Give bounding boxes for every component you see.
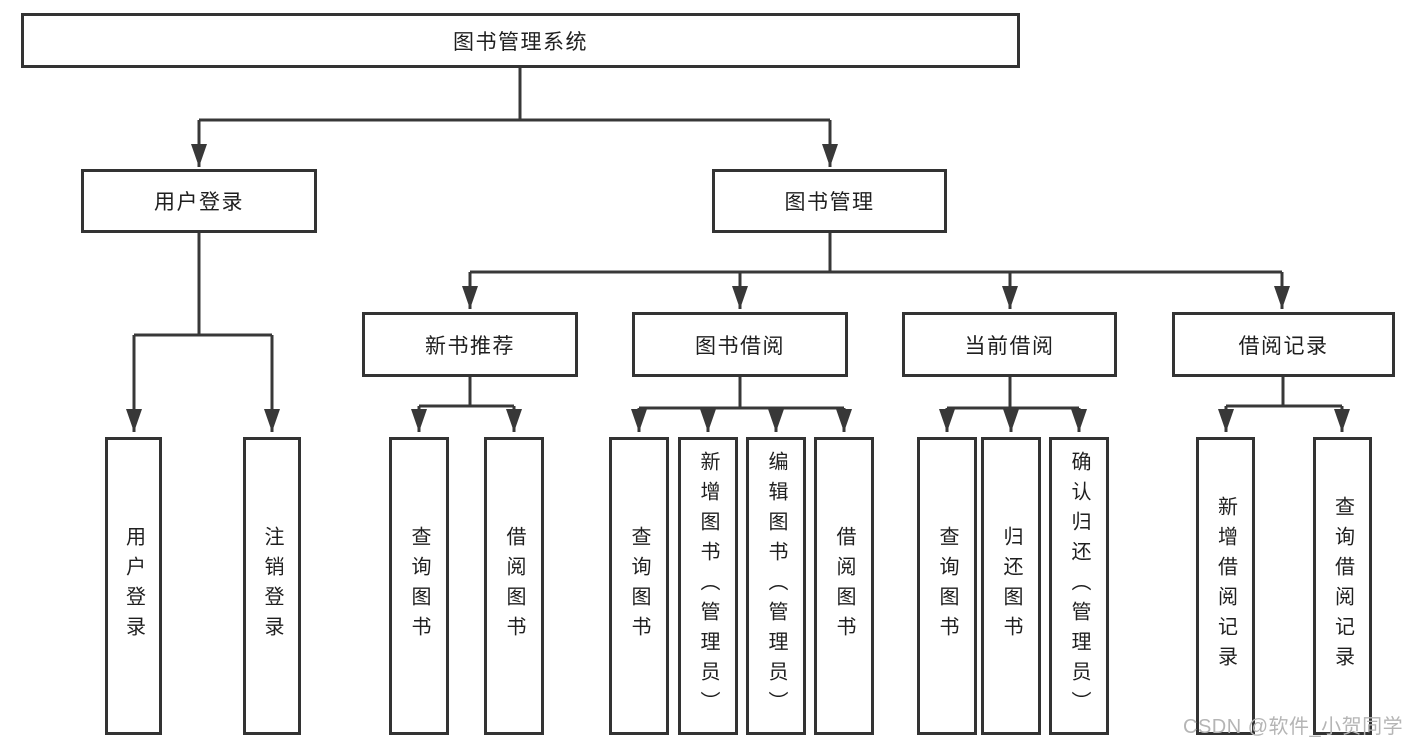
node-new-book-recommendation: 新书推荐 xyxy=(362,312,578,377)
node-user-login: 用户登录 xyxy=(81,169,317,233)
leaf-borrow-books-borrowing: 借阅图书 xyxy=(814,437,874,735)
node-current-borrowing: 当前借阅 xyxy=(902,312,1117,377)
leaf-edit-books-admin: 编辑图书（管理员） xyxy=(746,437,806,735)
leaf-confirm-return-admin: 确认归还（管理员） xyxy=(1049,437,1109,735)
leaf-search-books-recommend: 查询图书 xyxy=(389,437,449,735)
leaf-search-books-borrowing: 查询图书 xyxy=(609,437,669,735)
leaf-add-books-admin: 新增图书（管理员） xyxy=(678,437,738,735)
leaf-search-books-current: 查询图书 xyxy=(917,437,977,735)
node-borrowing-records: 借阅记录 xyxy=(1172,312,1395,377)
leaf-borrow-books-recommend: 借阅图书 xyxy=(484,437,544,735)
leaf-search-borrow-record: 查询借阅记录 xyxy=(1313,437,1372,735)
leaf-return-books: 归还图书 xyxy=(981,437,1041,735)
node-book-borrowing: 图书借阅 xyxy=(632,312,848,377)
watermark-text: CSDN @软件_小贺同学 xyxy=(1183,716,1404,738)
leaf-user-login: 用户登录 xyxy=(105,437,162,735)
connector-trunk-segments xyxy=(134,68,1342,410)
leaf-add-borrow-record: 新增借阅记录 xyxy=(1196,437,1255,735)
node-library-system: 图书管理系统 xyxy=(21,13,1020,68)
node-book-management: 图书管理 xyxy=(712,169,947,233)
leaf-logout: 注销登录 xyxy=(243,437,301,735)
